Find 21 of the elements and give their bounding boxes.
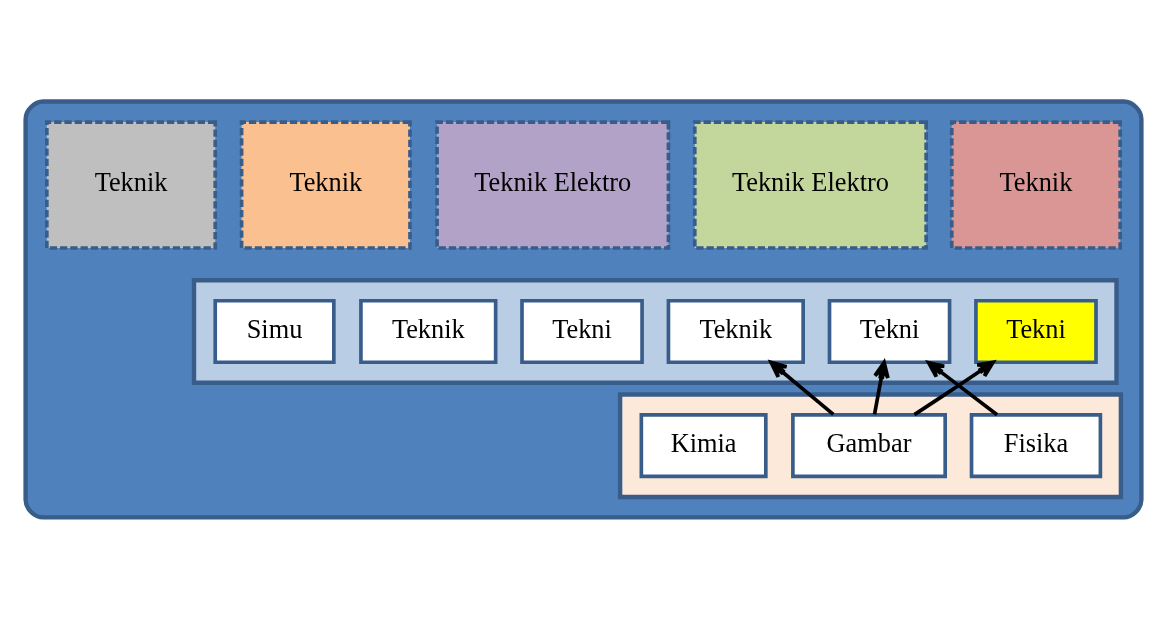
arrow	[769, 360, 835, 416]
arrow	[872, 360, 890, 415]
node-box: Teknik	[239, 119, 412, 250]
arrow	[926, 360, 999, 416]
node-box: Tekni	[827, 298, 952, 364]
node-box: Teknik	[949, 119, 1122, 250]
node-box: Teknik Elektro	[435, 119, 671, 250]
node-box: Tekni	[520, 298, 644, 364]
node-box: Kimia	[639, 412, 768, 478]
node-box: Teknik	[45, 119, 218, 250]
node-box: Teknik	[666, 298, 805, 364]
node-box: Teknik Elektro	[692, 119, 928, 250]
arrow	[913, 359, 995, 416]
cluster	[23, 98, 1144, 520]
node-box: Simu	[213, 298, 336, 364]
node-box: Tekni	[974, 298, 1098, 364]
node-box: Fisika	[969, 412, 1103, 478]
cluster	[617, 391, 1124, 499]
node-box: Teknik	[359, 298, 498, 364]
cluster	[191, 277, 1119, 385]
node-box: Gambar	[791, 412, 947, 478]
